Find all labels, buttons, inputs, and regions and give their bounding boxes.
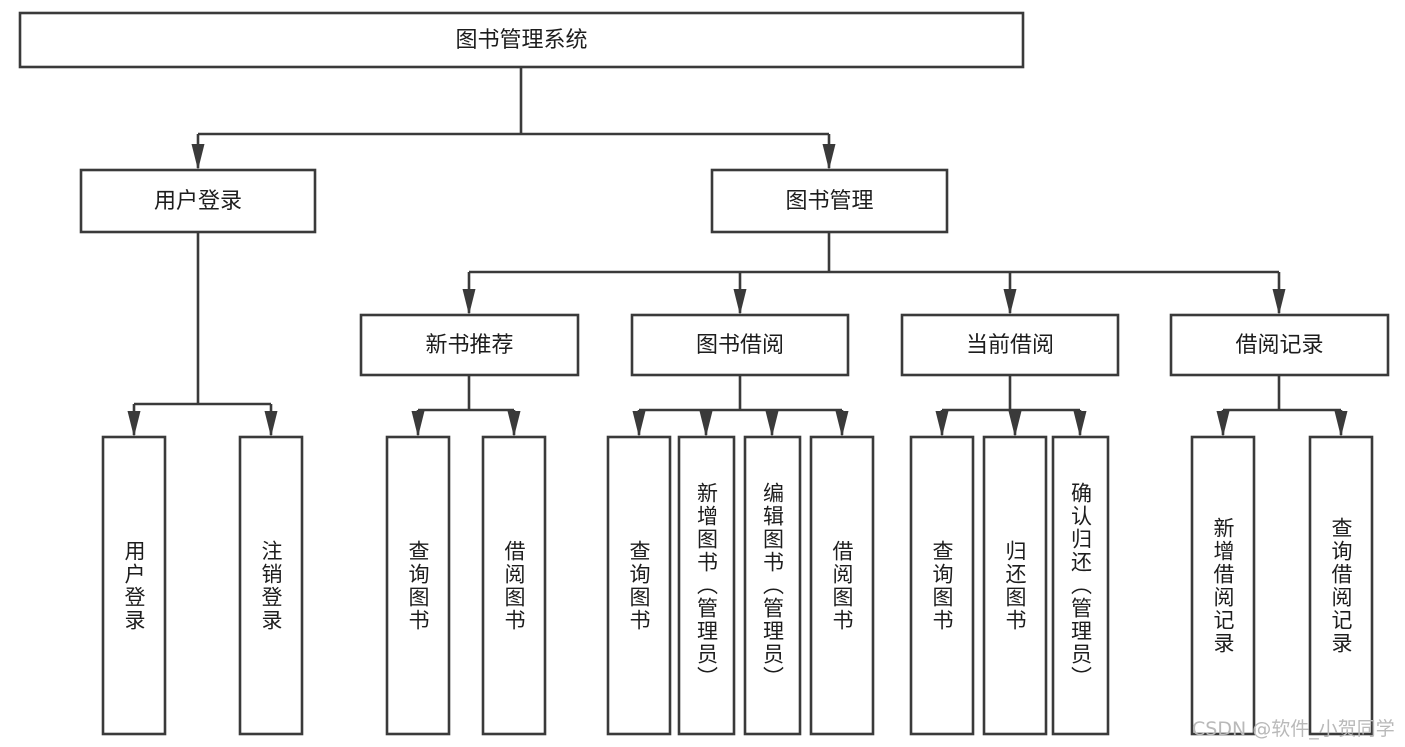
node-box-leaf-return-book[interactable] [982,435,1048,736]
node-box-current-borrow[interactable] [900,313,1120,377]
arrow-head-icon [765,411,779,437]
node-box-leaf-add-book-admin[interactable] [677,435,736,736]
node-box-leaf-query-book-recommend[interactable] [385,435,451,736]
node-box-root[interactable] [18,11,1025,69]
node-box-leaf-user-login[interactable] [101,435,167,736]
arrow-head-icon [462,289,476,315]
arrow-head-icon [733,289,747,315]
node-label-new-book-recommend: 新书推荐 [425,333,513,358]
connector-user-login-to-leaves [127,232,278,437]
arrow-head-icon [1272,289,1286,315]
arrow-head-icon [1003,289,1017,315]
arrow-head-icon [507,411,521,437]
node-label-borrow-records: 借阅记录 [1235,333,1323,358]
arrow-head-icon [1334,411,1348,437]
node-box-new-book-recommend[interactable] [359,313,580,377]
arrow-head-icon [835,411,849,437]
node-box-borrow-records[interactable] [1169,313,1390,377]
edges-layer [127,67,1348,437]
node-box-leaf-query-book-borrow[interactable] [606,435,672,736]
arrow-head-icon [632,411,646,437]
connector-root-to-level2 [191,67,836,170]
node-box-book-management[interactable] [710,168,949,234]
connector-borrow-records-to-leaves [1216,375,1348,437]
node-label-book-management: 图书管理 [785,189,873,214]
connector-new-book-recommend-to-leaves [411,375,521,437]
arrow-head-icon [127,411,141,437]
node-box-leaf-borrow-book-recommend[interactable] [481,435,547,736]
node-label-user-login: 用户登录 [154,189,242,214]
arrow-head-icon [411,411,425,437]
arrow-head-icon [1073,411,1087,437]
node-box-user-login[interactable] [79,168,317,234]
node-box-leaf-confirm-return-admin[interactable] [1051,435,1110,736]
node-box-leaf-query-book-current[interactable] [909,435,975,736]
node-label-book-borrow: 图书借阅 [696,333,784,358]
connector-current-borrow-to-leaves [935,375,1087,437]
arrow-head-icon [264,411,278,437]
node-label-current-borrow: 当前借阅 [966,333,1054,358]
connector-book-management-to-level3 [462,232,1286,315]
arrow-head-icon [935,411,949,437]
node-box-leaf-add-borrow-record[interactable] [1190,435,1256,736]
boxes-layer [18,11,1390,736]
node-box-leaf-query-borrow-record[interactable] [1308,435,1374,736]
node-box-book-borrow[interactable] [630,313,850,377]
arrow-head-icon [191,144,205,170]
node-box-leaf-edit-book-admin[interactable] [743,435,802,736]
csdn-watermark: CSDN @软件_小贺同学 [1192,718,1395,740]
node-box-leaf-user-logout[interactable] [238,435,304,736]
arrow-head-icon [822,144,836,170]
arrow-head-icon [1008,411,1022,437]
arrow-head-icon [1216,411,1230,437]
node-label-root: 图书管理系统 [455,28,587,53]
node-box-leaf-borrow-book[interactable] [809,435,875,736]
connector-book-borrow-to-leaves [632,375,849,437]
arrow-head-icon [699,411,713,437]
